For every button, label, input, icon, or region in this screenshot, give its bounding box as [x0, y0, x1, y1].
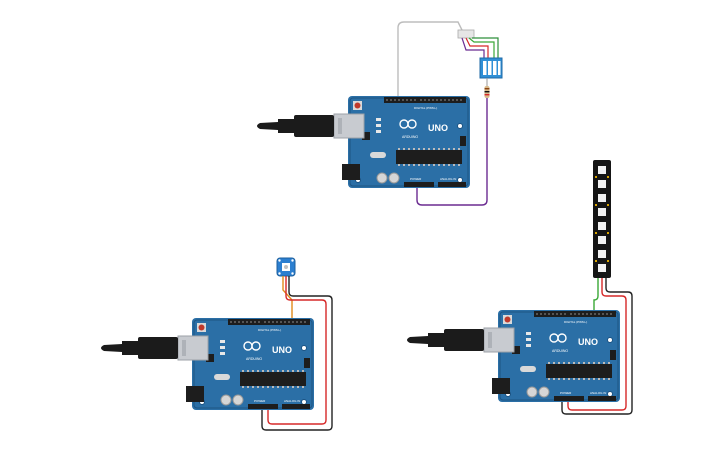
wire-red[interactable] — [267, 276, 327, 425]
wire-green[interactable] — [593, 278, 599, 312]
neopixel-led — [598, 250, 606, 258]
board-analog-label: ANALOG IN — [440, 177, 456, 181]
connector-block[interactable] — [457, 29, 475, 39]
wire-black[interactable] — [561, 278, 633, 415]
wire-purple-top[interactable] — [461, 37, 485, 58]
wire-green-2[interactable] — [472, 37, 499, 58]
board-brand-label: UNO — [578, 337, 598, 347]
wire-red[interactable] — [465, 37, 489, 58]
usb-cable-top[interactable] — [256, 113, 365, 139]
board-power-label: POWER — [254, 399, 266, 403]
arduino-uno-top[interactable]: UNO ARDUINO DIGITAL (PWM~) POWER ANALOG … — [341, 95, 471, 189]
circuit-top: UNO ARDUINO DIGITAL (PWM~) POWER ANALOG … — [256, 21, 503, 206]
board-logo-label: ARDUINO — [246, 357, 262, 361]
wire-green[interactable] — [468, 37, 495, 58]
wire-purple[interactable] — [416, 98, 488, 206]
board-power-label: POWER — [410, 177, 422, 181]
board-digital-label: DIGITAL (PWM~) — [564, 320, 587, 324]
wire-black[interactable] — [261, 276, 333, 431]
color-sensor-module[interactable] — [276, 257, 296, 277]
neopixel-led — [598, 194, 606, 202]
usb-cable-bottom-left[interactable] — [100, 335, 209, 361]
board-logo-label: ARDUINO — [402, 135, 418, 139]
neopixel-led — [598, 166, 606, 174]
neopixel-strip[interactable] — [593, 160, 611, 278]
board-digital-label: DIGITAL (PWM~) — [258, 328, 281, 332]
neopixel-led — [598, 208, 606, 216]
arduino-uno-bottom-right[interactable]: UNO ARDUINO DIGITAL (PWM~) POWER ANALOG … — [491, 309, 621, 403]
usb-cable-bottom-right[interactable] — [406, 327, 515, 353]
circuit-bottom-left: UNO ARDUINO DIGITAL (PWM~) POWER ANALOG … — [100, 257, 333, 431]
resistor[interactable] — [484, 78, 490, 98]
neopixel-led — [598, 236, 606, 244]
neopixel-led — [598, 222, 606, 230]
circuit-bottom-right: UNO ARDUINO DIGITAL (PWM~) POWER ANALOG … — [406, 160, 633, 415]
wire-gray[interactable] — [397, 21, 463, 98]
neopixel-led — [598, 264, 606, 272]
wire-red[interactable] — [567, 278, 627, 411]
dip-switch[interactable] — [479, 57, 503, 79]
board-brand-label: UNO — [272, 345, 292, 355]
board-digital-label: DIGITAL (PWM~) — [414, 106, 437, 110]
board-analog-label: ANALOG IN — [590, 391, 606, 395]
board-logo-label: ARDUINO — [552, 349, 568, 353]
board-brand-label: UNO — [428, 123, 448, 133]
board-analog-label: ANALOG IN — [284, 399, 300, 403]
neopixel-led — [598, 180, 606, 188]
board-power-label: POWER — [560, 391, 572, 395]
wire-orange[interactable] — [282, 276, 293, 318]
arduino-uno-bottom-left[interactable]: UNO ARDUINO DIGITAL (PWM~) POWER ANALOG … — [185, 317, 315, 411]
